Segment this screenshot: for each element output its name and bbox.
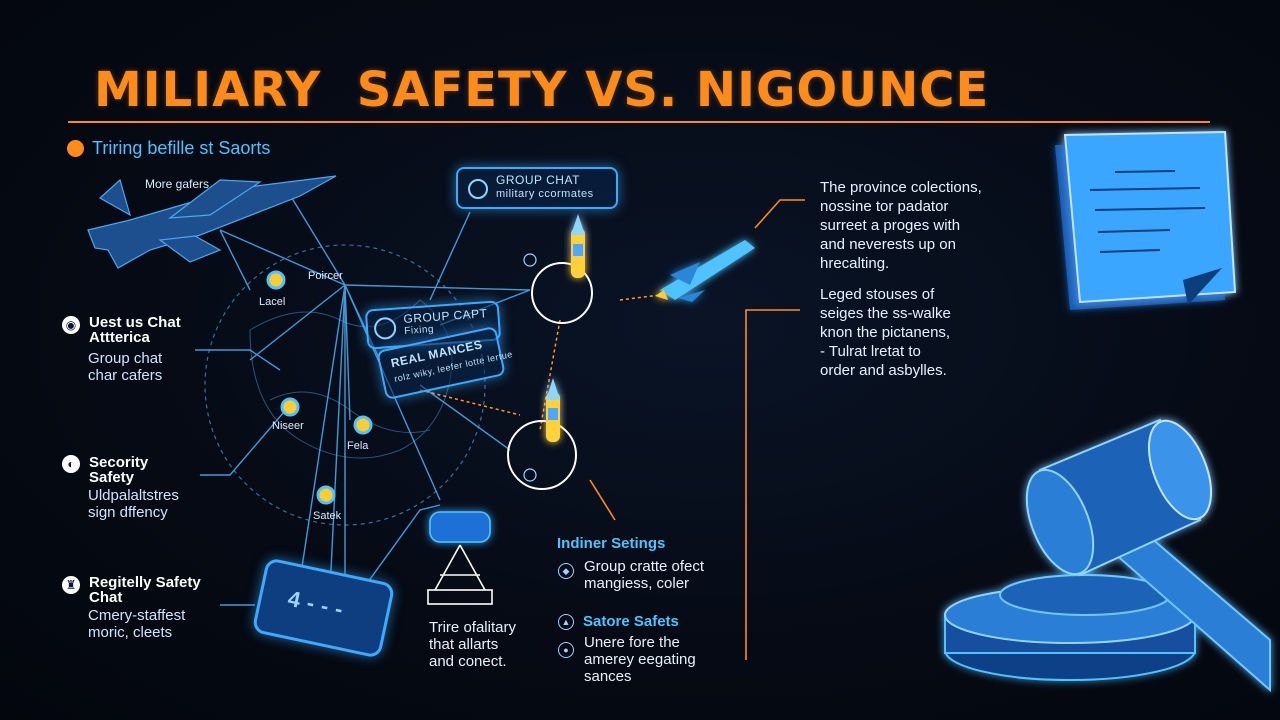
bracket-lines	[589, 199, 805, 660]
chip-mid-subtitle: Fixing	[404, 323, 435, 337]
map-label-satek: Satek	[313, 510, 342, 522]
rocket-node-bottom	[507, 378, 577, 490]
gavel-icon	[944, 418, 1271, 693]
chat-icon	[373, 316, 397, 341]
flying-rocket-icon	[655, 240, 755, 302]
page-subtitle: Triring befille st Saorts	[92, 138, 271, 158]
warning-icon: ▲	[558, 614, 574, 630]
connection-lines	[195, 194, 531, 620]
document-icon	[1055, 130, 1237, 310]
page-title: MILIARY SAFETY VS. NIGOUNCE	[94, 62, 990, 118]
lock-icon: ♜	[62, 576, 80, 594]
chip-top-subtitle: military ccormates	[496, 188, 594, 200]
orange-connectors	[419, 294, 661, 431]
user-icon: ◉	[62, 316, 80, 334]
aircraft-label: More gafers	[145, 177, 210, 191]
subtitle-bullet-icon	[67, 140, 84, 157]
satore-safets-title: Satore Safets	[583, 613, 679, 630]
map-label-poircer: Poircer	[308, 270, 343, 282]
map-label-fela: Fela	[347, 440, 369, 452]
chat-icon	[468, 179, 488, 199]
chip-top-title: GROUP CHAT	[496, 173, 580, 187]
indiner-settings-title: Indiner Setings	[557, 535, 666, 552]
map-label-niseer: Niseer	[272, 420, 304, 432]
settings-icon: ◆	[558, 563, 574, 579]
map-node-dots	[266, 270, 373, 505]
drop-icon: ●	[558, 642, 574, 658]
fighter-jet-icon	[87, 175, 337, 269]
device-screen-text: 4 - - -	[285, 585, 346, 622]
group-chat-card-top[interactable]: GROUP CHAT military ccormates	[456, 167, 618, 209]
map-label-lacel: Lacel	[259, 296, 286, 308]
title-divider	[68, 121, 1210, 123]
right-paragraph-1: The province colections,nossine tor pada…	[820, 179, 982, 272]
alert-device-icon	[427, 511, 493, 605]
shield-icon: ◐	[62, 455, 80, 473]
chip-mid-title: GROUP CAPT	[403, 306, 488, 327]
rocket-node-top	[523, 214, 593, 324]
